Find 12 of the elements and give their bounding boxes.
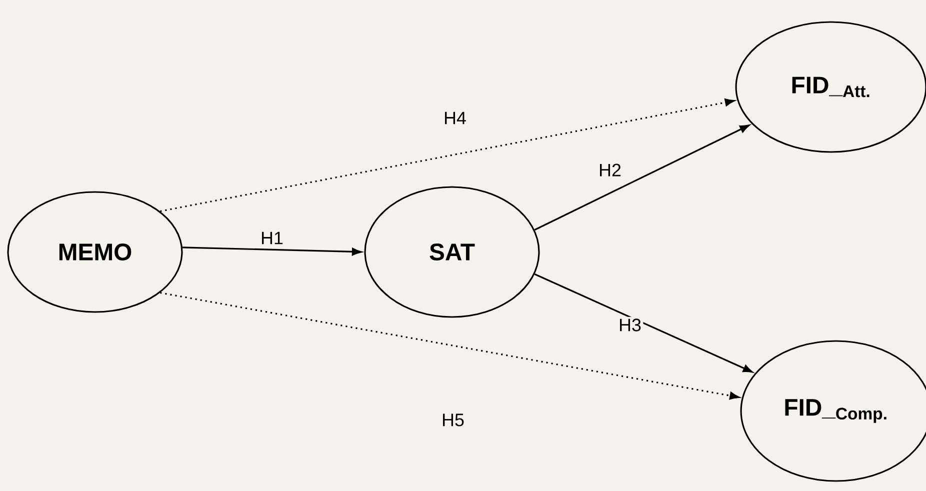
arrow: [160, 292, 740, 400]
edge-label: H2: [596, 162, 624, 178]
edge-label: H3: [616, 316, 644, 334]
edge-label: H4: [442, 110, 468, 126]
edge-label: H1: [258, 230, 286, 246]
edge-label: H5: [440, 412, 466, 428]
arrow: [160, 98, 735, 212]
arrow: [534, 124, 750, 231]
ellipse-node: SAT: [364, 186, 540, 318]
arrow: [182, 246, 362, 256]
arrow: [534, 273, 753, 373]
ellipse-node: MEMO: [7, 191, 183, 313]
